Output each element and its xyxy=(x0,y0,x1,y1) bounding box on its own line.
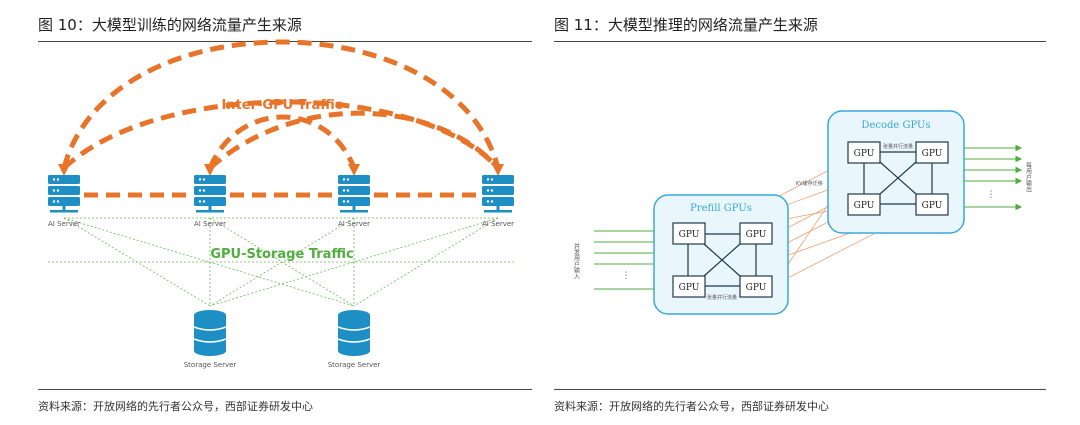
input-ellipsis: ⋮ xyxy=(622,271,631,281)
server-label: AI Server xyxy=(48,220,80,228)
gpu-chip-label: GPU xyxy=(679,283,700,293)
gpu-chip: GPU xyxy=(847,193,881,216)
decode-gpus-box: Decode GPUs GPU GPU GPU GPU 张量并行流量 xyxy=(827,110,965,234)
figure-10-title: 图 10：大模型训练的网络流量产生来源 xyxy=(38,16,302,34)
server-label: AI Server xyxy=(482,220,514,228)
ai-server-2: AI Server xyxy=(194,175,226,228)
prefill-interconnect xyxy=(687,233,757,287)
gpu-chip: GPU xyxy=(847,141,881,164)
gpu-chip: GPU xyxy=(672,222,706,245)
ai-server-1: AI Server xyxy=(48,175,80,228)
database-icon xyxy=(194,310,226,356)
training-traffic-diagram: Inter-GPU Traffic GPU-Storage Traffic AI… xyxy=(48,39,514,369)
inference-traffic-diagram: KV缓存迁移 ⋮ 并发用户输入 Prefill GPUs GPU GPU xyxy=(573,110,1032,315)
storage-server-2: Storage Server xyxy=(328,310,381,369)
storage-label: Storage Server xyxy=(328,361,381,369)
figure-11-title: 图 11：大模型推理的网络流量产生来源 xyxy=(554,16,818,34)
gpu-storage-links xyxy=(48,217,514,307)
gpu-chip-label: GPU xyxy=(922,201,943,211)
inter-gpu-traffic-label: Inter-GPU Traffic xyxy=(221,98,342,113)
output-ellipsis: ⋮ xyxy=(987,190,996,200)
prefill-gpus-label: Prefill GPUs xyxy=(690,203,752,214)
server-icon xyxy=(194,175,226,213)
gpu-chip: GPU xyxy=(739,275,773,298)
figure-10-panel: 图 10：大模型训练的网络流量产生来源 xyxy=(38,0,532,425)
decode-gpus-label: Decode GPUs xyxy=(861,120,930,131)
gpu-chip: GPU xyxy=(915,193,949,216)
output-arrows xyxy=(964,144,1023,211)
gpu-chip-label: GPU xyxy=(746,230,767,240)
inter-gpu-links xyxy=(61,39,501,198)
server-label: AI Server xyxy=(194,220,226,228)
prefill-gpus-box: Prefill GPUs GPU GPU GPU GPU 张量并行流量 xyxy=(653,194,789,315)
gpu-chip-label: GPU xyxy=(854,201,875,211)
ai-server-4: AI Server xyxy=(482,175,514,228)
gpu-chip: GPU xyxy=(915,141,949,164)
figure-10-bottom-rule xyxy=(38,389,532,390)
gpu-chip: GPU xyxy=(672,275,706,298)
server-icon xyxy=(48,175,80,213)
output-label: 每用户输出 xyxy=(1025,161,1032,193)
prefill-parallel-label: 张量并行流量 xyxy=(707,294,737,301)
gpu-chip-label: GPU xyxy=(679,230,700,240)
gpu-chip-label: GPU xyxy=(854,149,875,159)
figure-10-source: 资料来源：开放网络的先行者公众号，西部证券研发中心 xyxy=(38,400,313,413)
gpu-chip-label: GPU xyxy=(922,149,943,159)
inter-gpu-arrowheads xyxy=(58,164,504,176)
storage-label: Storage Server xyxy=(184,361,237,369)
decode-interconnect xyxy=(863,151,933,205)
ai-server-3: AI Server xyxy=(338,175,370,228)
server-icon xyxy=(482,175,514,213)
gpu-chip: GPU xyxy=(739,222,773,245)
figure-11-top-rule xyxy=(554,41,1046,42)
gpu-chip-label: GPU xyxy=(746,283,767,293)
figure-11-bottom-rule xyxy=(554,389,1046,390)
input-label: 并发用户输入 xyxy=(573,242,580,279)
figure-11-panel: 图 11：大模型推理的网络流量产生来源 KV缓存迁移 ⋮ 并发用户输入 xyxy=(554,0,1046,425)
database-icon xyxy=(338,310,370,356)
server-label: AI Server xyxy=(338,220,370,228)
decode-parallel-label: 张量并行流量 xyxy=(883,143,913,150)
gpu-storage-traffic-label: GPU-Storage Traffic xyxy=(210,247,353,262)
server-icon xyxy=(338,175,370,213)
kv-migration-label: KV缓存迁移 xyxy=(796,180,823,187)
storage-server-1: Storage Server xyxy=(184,310,237,369)
figure-11-source: 资料来源：开放网络的先行者公众号，西部证券研发中心 xyxy=(554,400,829,413)
